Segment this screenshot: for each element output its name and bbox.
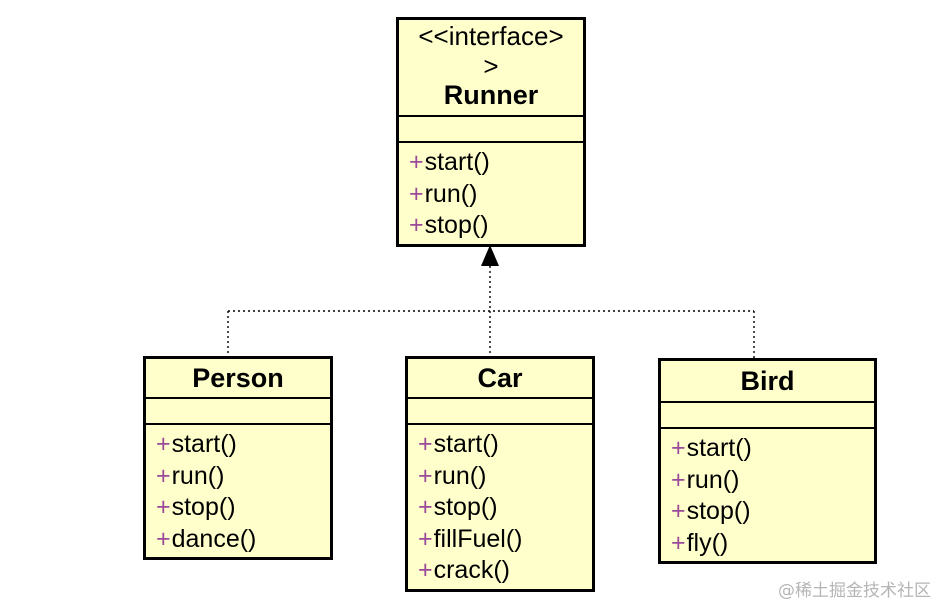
class-bird[interactable]: Bird +start() +run() +stop() +fly() [658,358,877,564]
operations-compartment: +start() +run() +stop() +fly() [661,427,874,565]
public-visibility-icon: + [418,556,433,584]
public-visibility-icon: + [671,497,686,525]
operation: +fly() [671,528,729,557]
public-visibility-icon: + [418,461,433,490]
operation: +stop() [418,493,498,521]
operation: +crack() [418,556,510,584]
operation: +run() [671,465,740,494]
realization-arrowhead [481,245,499,266]
interface-header: <<interface> > Runner [399,20,583,115]
class-header: Person [146,359,330,397]
attributes-compartment [146,397,330,423]
class-name: Car [477,363,523,393]
class-header: Car [408,359,592,397]
class-name: Person [192,363,284,393]
stereotype-label: <<interface> [418,21,564,51]
public-visibility-icon: + [409,211,424,239]
public-visibility-icon: + [418,493,433,521]
operation: +dance() [156,524,257,553]
public-visibility-icon: + [156,461,171,490]
interface-name: Runner [443,80,539,110]
operation: +start() [418,430,499,458]
public-visibility-icon: + [156,493,171,521]
operation: +stop() [156,493,236,521]
public-visibility-icon: + [671,465,686,494]
public-visibility-icon: + [671,434,686,462]
public-visibility-icon: + [156,524,171,553]
stereotype-label-tail: > [483,51,499,81]
class-name: Bird [740,366,795,396]
public-visibility-icon: + [418,524,433,553]
operation: +run() [418,461,487,490]
public-visibility-icon: + [409,179,424,208]
attributes-compartment [408,397,592,423]
operation: +start() [156,430,237,458]
operation: +start() [671,434,752,462]
public-visibility-icon: + [409,148,424,176]
operation: +fillFuel() [418,524,523,553]
operation: +stop() [671,497,751,525]
attributes-compartment [399,115,583,141]
attributes-compartment [661,401,874,427]
operation: +stop() [409,211,489,239]
public-visibility-icon: + [156,430,171,458]
public-visibility-icon: + [671,528,686,557]
public-visibility-icon: + [418,430,433,458]
operation: +run() [156,461,225,490]
operations-compartment: +start() +run() +stop() +dance() [146,423,330,561]
watermark: @稀土掘金技术社区 [778,581,931,601]
class-car[interactable]: Car +start() +run() +stop() +fillFuel() … [405,356,595,592]
operations-compartment: +start() +run() +stop() +fillFuel() +cra… [408,423,592,593]
operation: +run() [409,179,478,208]
operation: +start() [409,148,490,176]
class-header: Bird [661,361,874,401]
interface-runner[interactable]: <<interface> > Runner +start() +run() +s… [396,17,586,247]
class-person[interactable]: Person +start() +run() +stop() +dance() [143,356,333,560]
operations-compartment: +start() +run() +stop() [399,141,583,248]
